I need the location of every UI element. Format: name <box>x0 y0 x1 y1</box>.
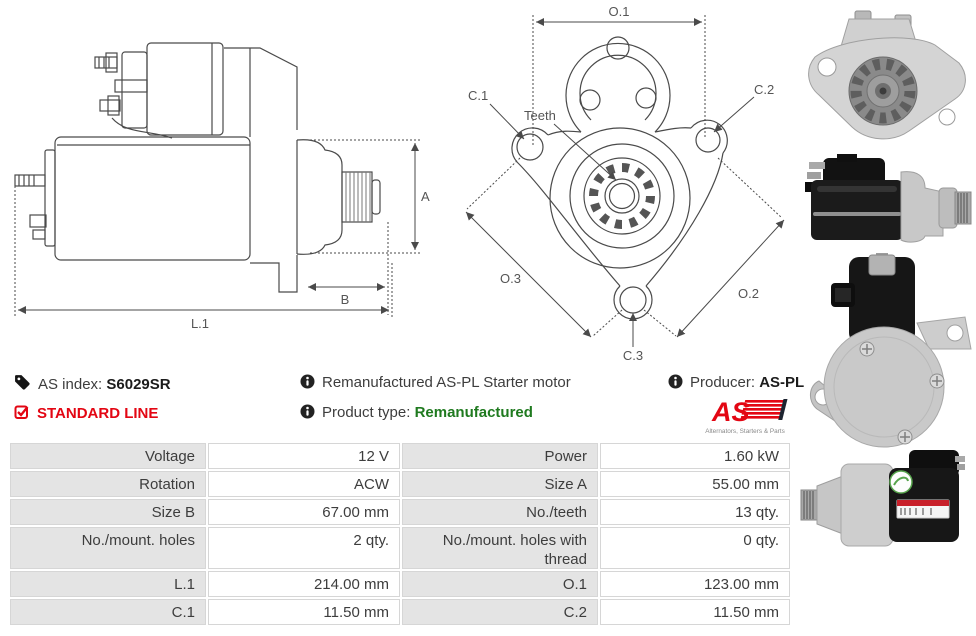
spec-value: 1.60 kW <box>600 443 790 469</box>
spec-label: No./teeth <box>402 499 598 525</box>
dim-label-c3: C.3 <box>623 348 643 363</box>
dim-label-l1: L.1 <box>191 316 209 331</box>
spec-value: 12 V <box>208 443 400 469</box>
spec-value: 55.00 mm <box>600 471 790 497</box>
producer-value: AS-PL <box>759 374 805 391</box>
product-photo-angled <box>800 450 965 547</box>
dim-label-c2: C.2 <box>754 82 774 97</box>
spec-value: 11.50 mm <box>208 599 400 625</box>
product-photo-side <box>805 154 972 243</box>
as-index-row: AS index: S6029SR <box>14 374 171 395</box>
dim-label-o3: O.3 <box>500 271 521 286</box>
technical-drawing-side-view: A B L.1 <box>14 42 430 331</box>
spec-label: Power <box>402 443 598 469</box>
product-photo-front <box>808 10 966 140</box>
spec-value: 123.00 mm <box>600 571 790 597</box>
spec-label: Size A <box>402 471 598 497</box>
spec-label: Size B <box>10 499 206 525</box>
tag-icon <box>14 374 31 395</box>
info-icon <box>300 404 315 423</box>
spec-label: L.1 <box>10 571 206 597</box>
spec-value: 13 qty. <box>600 499 790 525</box>
technical-drawing-front-view: O.1 C.1 C.2 Teeth O.3 O.2 C.3 <box>465 4 785 363</box>
spec-label: No./mount. holes with thread <box>402 527 598 569</box>
spec-label: C.1 <box>10 599 206 625</box>
spec-value: 67.00 mm <box>208 499 400 525</box>
spec-value: 214.00 mm <box>208 571 400 597</box>
spec-value: 2 qty. <box>208 527 400 569</box>
description-row: Remanufactured AS-PL Starter motor <box>300 374 571 393</box>
standard-line-label: STANDARD LINE <box>37 405 159 422</box>
as-index-value: S6029SR <box>106 376 171 393</box>
as-pl-logo: AS Alternators, Starters & Parts <box>705 397 788 435</box>
spec-value: 11.50 mm <box>600 599 790 625</box>
dim-label-b: B <box>341 292 350 307</box>
producer-label: Producer: <box>690 374 756 391</box>
spec-label: No./mount. holes <box>10 527 206 569</box>
dim-label-c1: C.1 <box>468 88 488 103</box>
spec-label: Rotation <box>10 471 206 497</box>
producer-row: Producer: AS-PL <box>668 374 804 393</box>
teeth-label: Teeth <box>524 108 556 123</box>
product-photo-rear <box>810 253 972 448</box>
product-type-value: Remanufactured <box>414 404 533 421</box>
spec-table: Voltage 12 V Power 1.60 kW Rotation ACW … <box>10 443 790 625</box>
info-icon <box>668 374 683 393</box>
logo-text: AS <box>711 397 750 427</box>
dim-label-a: A <box>421 189 430 204</box>
info-icon <box>300 374 315 393</box>
product-type-row: Product type: Remanufactured <box>300 404 533 423</box>
spec-value: 0 qty. <box>600 527 790 569</box>
dim-label-o1: O.1 <box>609 4 630 19</box>
logo-caption: Alternators, Starters & Parts <box>705 428 785 435</box>
checked-checkbox-icon <box>14 404 30 424</box>
product-description: Remanufactured AS-PL Starter motor <box>322 374 571 391</box>
standard-line-row: STANDARD LINE <box>14 404 158 424</box>
spec-label: O.1 <box>402 571 598 597</box>
product-type-label: Product type: <box>322 404 411 421</box>
spec-value: ACW <box>208 471 400 497</box>
dim-label-o2: O.2 <box>738 286 759 301</box>
spec-label: C.2 <box>402 599 598 625</box>
spec-label: Voltage <box>10 443 206 469</box>
as-index-label: AS index: <box>38 376 103 393</box>
